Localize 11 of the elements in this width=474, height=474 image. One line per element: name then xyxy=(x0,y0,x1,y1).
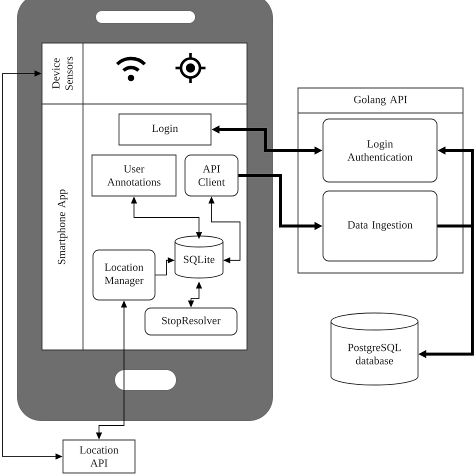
database-cylinder: PostgreSQL database xyxy=(330,312,418,386)
labeled-band: Device Sensors xyxy=(42,42,248,104)
process-box: StopResolver xyxy=(144,308,238,336)
process-box: Login xyxy=(118,114,212,146)
process-box: Login Authentication xyxy=(322,118,438,182)
process-box: User Annotations xyxy=(92,154,176,196)
process-box: Location API xyxy=(62,440,136,474)
process-box: Location Manager xyxy=(92,250,156,300)
database-cylinder: SQLite xyxy=(174,236,224,278)
process-box: API Client xyxy=(184,154,238,196)
process-box: Data Ingestion xyxy=(322,190,438,262)
